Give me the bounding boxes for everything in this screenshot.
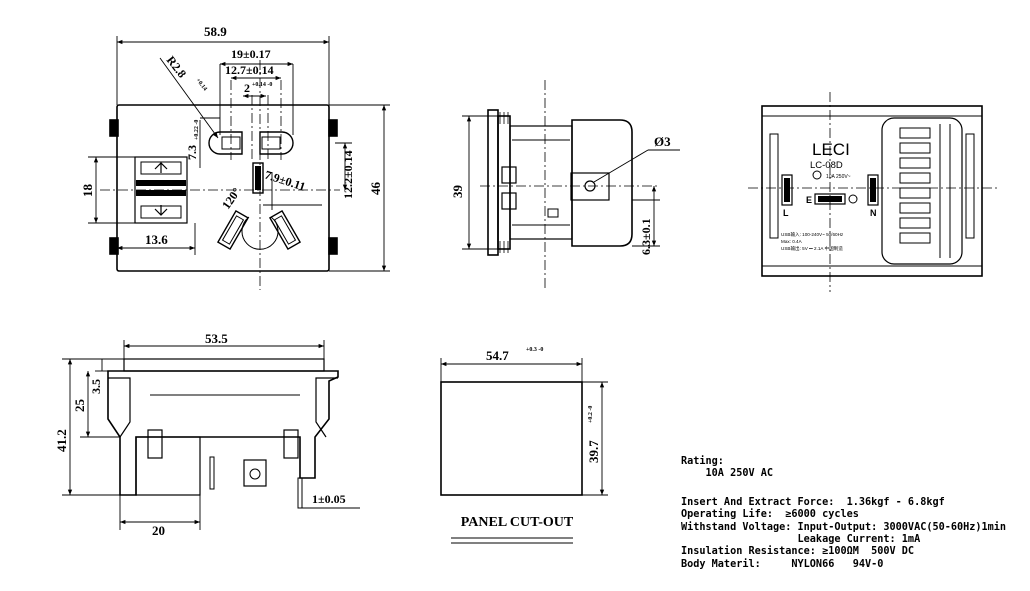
dim-6-3: 6.3±0.1: [639, 218, 653, 255]
spec-rating-title: Rating:: [681, 456, 724, 467]
spec-rating-value: 10A 250V AC: [681, 468, 774, 480]
dim-53-5: 53.5: [205, 331, 228, 346]
dim-39-7-tol: +0.2 -0: [588, 406, 594, 423]
dim-13-6: 13.6: [145, 232, 168, 247]
front-dimension-lines: [88, 36, 390, 272]
dim-41-2: 41.2: [54, 429, 69, 452]
usb-input: USB输入: 100-240V~ 50/60Hz: [781, 231, 844, 238]
dim-39-7: 39.7: [586, 440, 601, 463]
side-view: [487, 109, 633, 256]
side-centerlines: [480, 80, 660, 290]
back-centerlines: [748, 92, 1000, 292]
dim-12-7: 12.7±0.14: [225, 63, 274, 77]
dim-7-3: 7.3: [185, 145, 199, 160]
spec-leakage: Leakage Current: 1mA: [681, 534, 921, 546]
dim-19: 19±0.17: [231, 47, 271, 61]
dim-diameter-3: Ø3: [654, 134, 671, 149]
usb-max: Max: 0.4A: [781, 239, 803, 244]
usb-output: USB输出: 5V ⎓ 2.1A 中国制造: [781, 245, 843, 252]
back-texts: LECI LC-08D 10A 250V~ L E N USB输入: 100-2…: [781, 140, 877, 252]
specifications: Rating: 10A 250V AC Insert And Extract F…: [681, 456, 1026, 571]
dim-46: 46: [368, 182, 383, 196]
dim-58-9: 58.9: [204, 24, 227, 39]
back-view: [761, 105, 983, 277]
label-n: N: [870, 208, 877, 218]
dim-2: 2: [244, 81, 250, 95]
dim-r2-8: R2.8: [164, 53, 190, 80]
brand-logo: LECI: [812, 140, 850, 159]
spec-force: Insert And Extract Force: 1.36kgf - 6.8k…: [681, 496, 945, 508]
spec-insulation: Insulation Resistance: ≥100ΩM 500V DC: [681, 546, 915, 558]
spec-life: Operating Life: ≥6000 cycles: [681, 509, 859, 521]
dim-18: 18: [80, 184, 95, 198]
dim-7-3-tol: +0.22 -0: [194, 120, 200, 140]
side-dimension-texts: 39 Ø3 6.3±0.1: [450, 134, 671, 255]
spec-voltage: Withstand Voltage: Input-Output: 3000VAC…: [681, 521, 1007, 533]
front-centerlines: [100, 60, 340, 290]
panel-cutout: [440, 358, 608, 544]
side-dimension-lines: [462, 115, 680, 250]
spec-material: Body Materil: NYLON66 94V-0: [681, 558, 884, 570]
dim-54-7: 54.7: [486, 348, 509, 363]
dim-20: 20: [152, 523, 165, 538]
dim-25: 25: [72, 399, 87, 413]
label-e: E: [806, 195, 812, 205]
dim-120: 120°: [219, 185, 244, 212]
dim-3-5: 3.5: [89, 379, 103, 394]
dim-39: 39: [450, 185, 465, 199]
bottom-dimension-lines: [62, 340, 360, 530]
dim-r2-8-tol: +0.14: [194, 78, 207, 93]
dim-12-2: 12.2±0.14: [341, 150, 355, 199]
bottom-dimension-texts: 53.5 3.5 25 41.2 20 1±0.05: [54, 331, 346, 538]
bottom-view: [107, 358, 339, 509]
rating-label: 10A 250V~: [826, 174, 851, 180]
panel-texts: 54.7 +0.3 -0 39.7 +0.2 -0: [486, 347, 601, 463]
dim-1: 1±0.05: [312, 492, 346, 506]
model-label: LC-08D: [810, 160, 843, 171]
panel-cutout-label: PANEL CUT-OUT: [460, 515, 574, 530]
label-l: L: [783, 208, 789, 218]
dim-2-tol: +0.14 -0: [252, 82, 272, 88]
dim-54-7-tol: +0.3 -0: [526, 347, 543, 353]
